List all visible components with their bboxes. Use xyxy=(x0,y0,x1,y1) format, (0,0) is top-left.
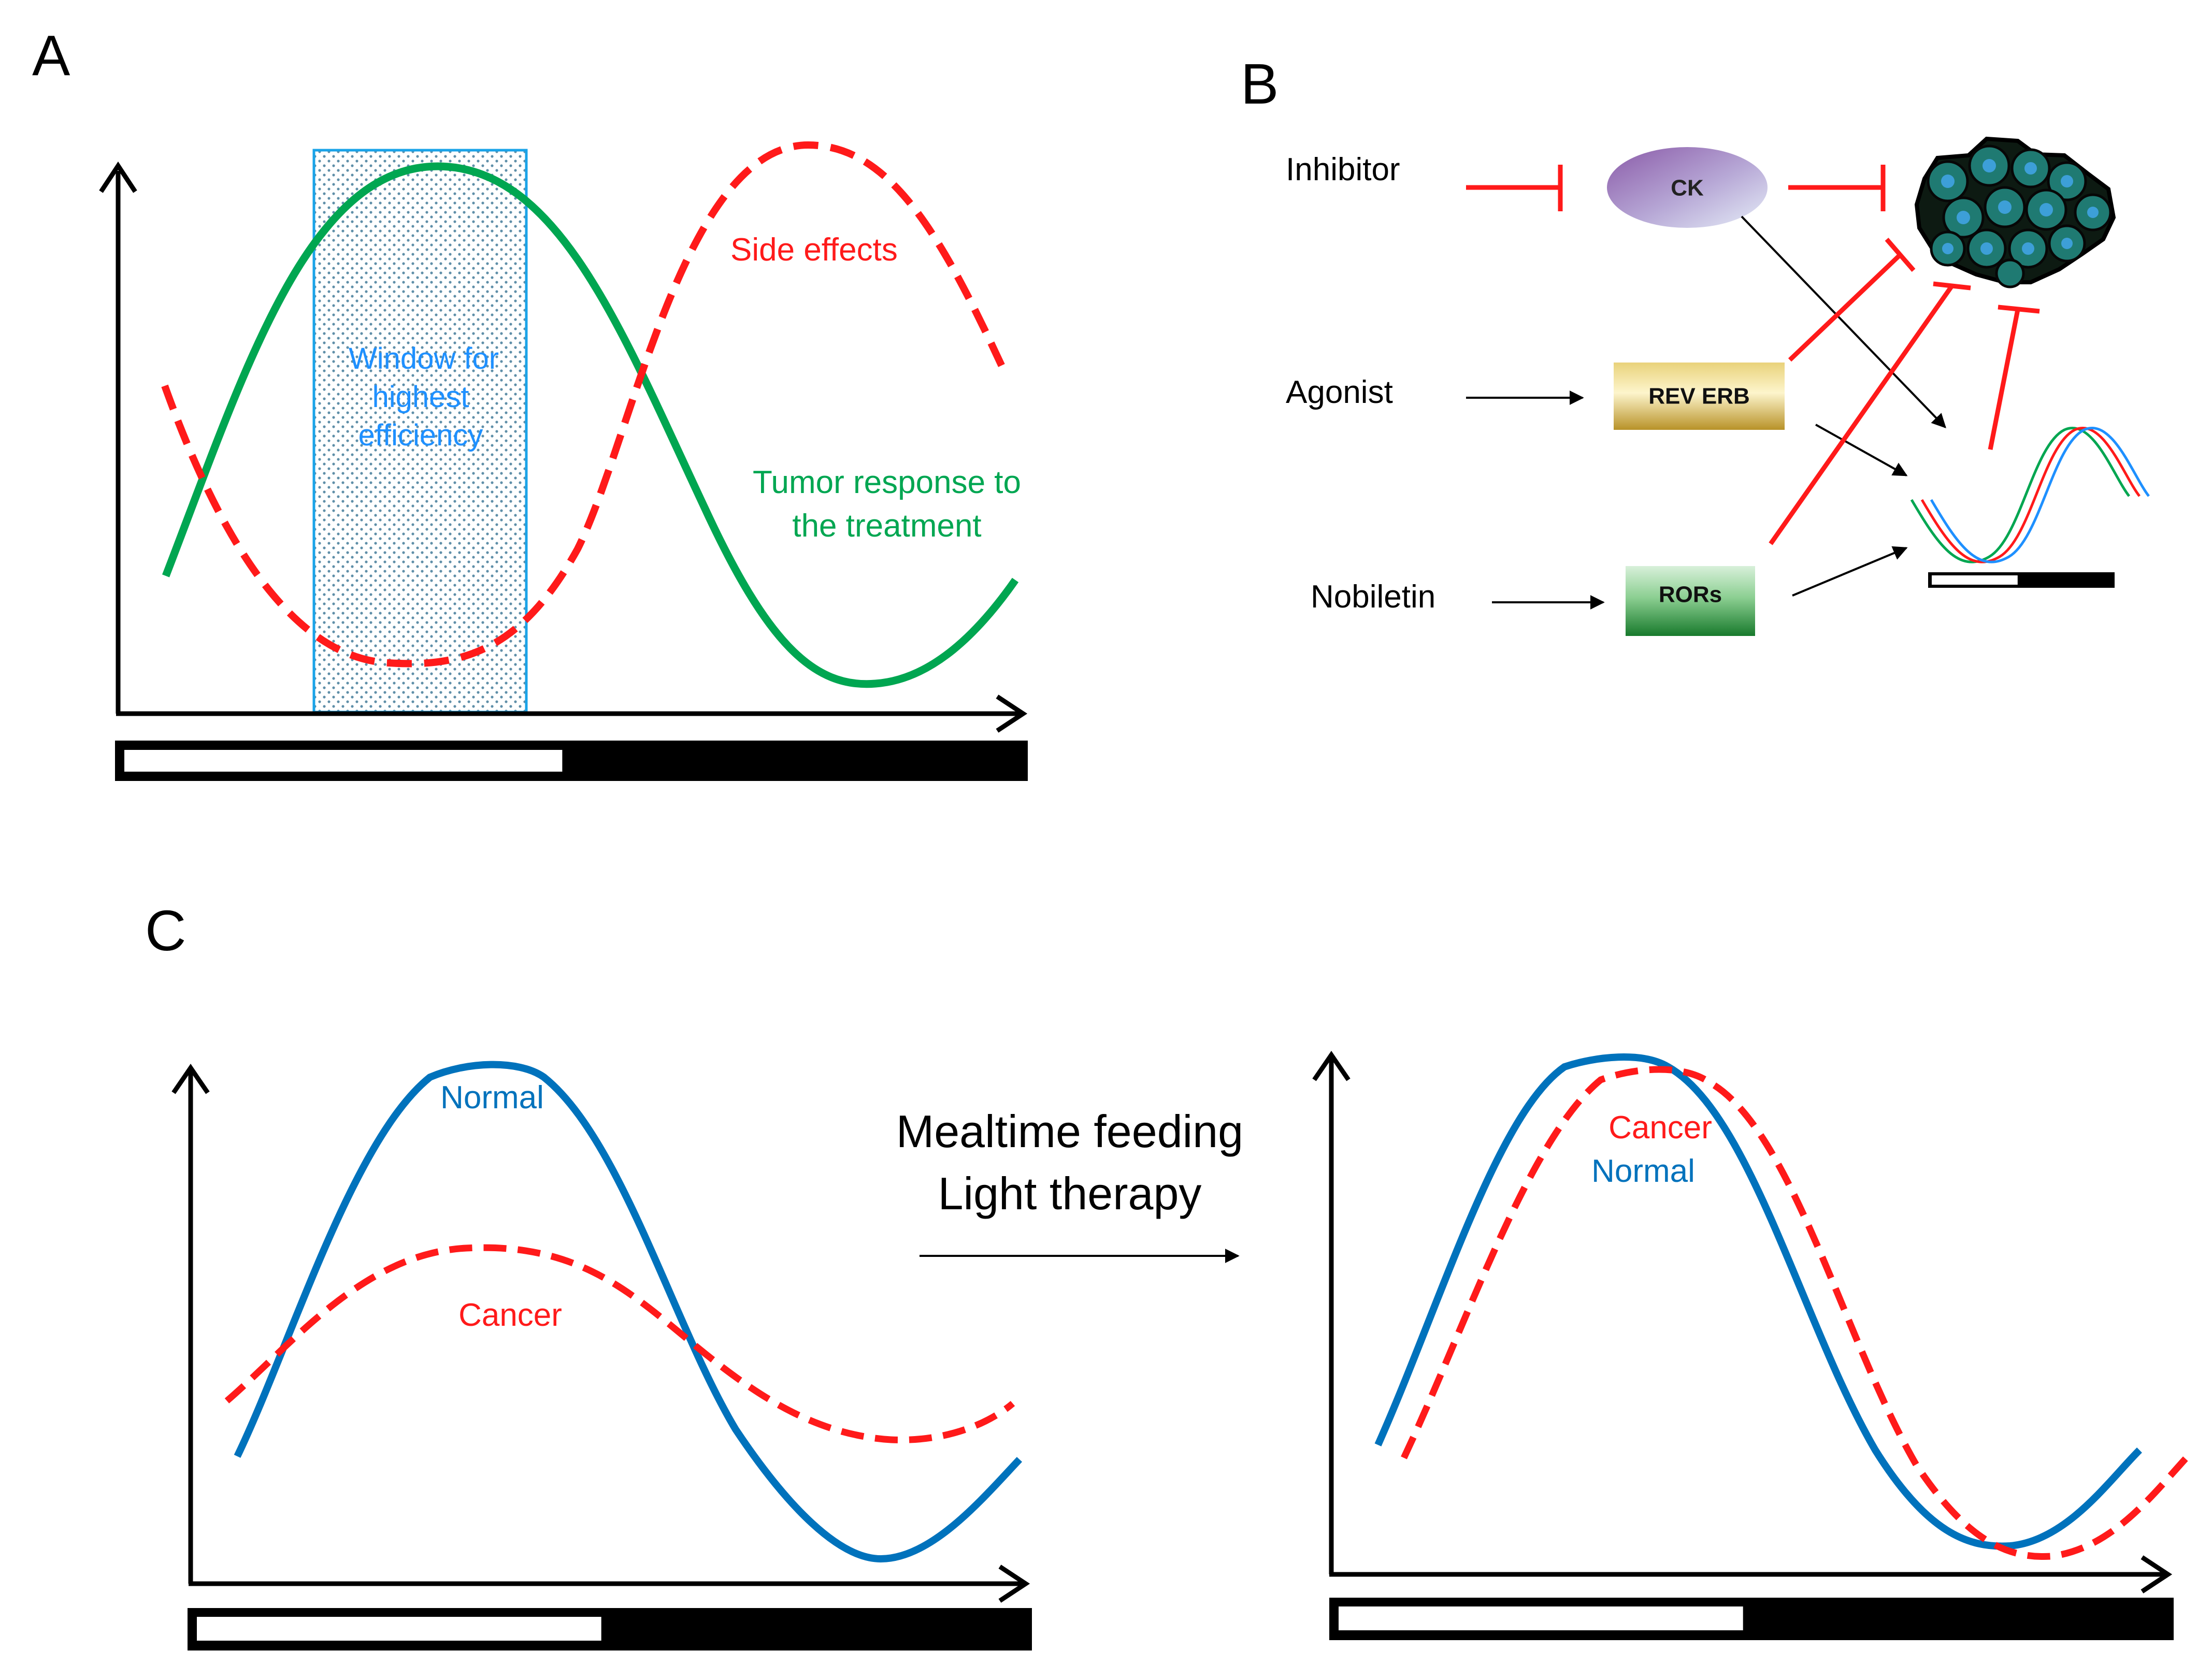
panel-a-label: A xyxy=(32,24,70,88)
efficiency-window xyxy=(312,149,528,714)
left-cancer-label: Cancer xyxy=(458,1297,562,1333)
rors-to-clock-arrow xyxy=(1792,546,1908,597)
rev-erb-to-clock-arrow xyxy=(1815,424,1908,476)
rev-erb-inhibits-cells-bar xyxy=(1885,238,1916,272)
rors-label: RORs xyxy=(1659,582,1722,607)
tumor-response-curve xyxy=(162,162,1019,688)
panel-c-left-y-arrow xyxy=(171,1064,210,1094)
side-effects-label: Side effects xyxy=(730,232,898,268)
agonist-label: Agonist xyxy=(1286,374,1393,410)
rors-inhibits-cells-line xyxy=(1769,284,1954,545)
rev-erb-label: REV ERB xyxy=(1648,384,1750,409)
ck-to-clock-arrow xyxy=(1741,215,1946,429)
panel-c-left-bar-light-phase xyxy=(197,1617,601,1641)
panel-c-left-plot: Normal Cancer xyxy=(171,1061,1032,1650)
window-label-line-3: efficiency xyxy=(358,418,483,452)
panel-b-label: B xyxy=(1241,52,1279,116)
clock-inhibits-cells-line xyxy=(1988,309,2020,450)
window-label-line-1: Window for xyxy=(349,342,499,375)
panel-c-right-plot: Cancer Normal xyxy=(1312,1051,2191,1640)
right-cancer-label: Cancer xyxy=(1608,1110,1712,1146)
panel-a-y-arrow xyxy=(99,161,137,193)
rev-erb-inhibits-cells-line xyxy=(1788,253,1902,362)
ck-node xyxy=(1607,147,1768,228)
panel-c-left-x-arrow xyxy=(998,1565,1030,1603)
left-normal-curve xyxy=(234,1061,1023,1563)
panel-c-right-bar-light-phase xyxy=(1339,1606,1743,1630)
panel-b: B Inhibitor Agonist Nobiletin CK xyxy=(1241,52,2150,636)
ck-label: CK xyxy=(1671,176,1704,201)
transition-label-line-2: Light therapy xyxy=(938,1168,1202,1219)
panel-c-label: C xyxy=(145,899,186,963)
transition-label-line-1: Mealtime feeding xyxy=(896,1106,1243,1157)
nobiletin-label: Nobiletin xyxy=(1311,579,1435,615)
clock-inhibits-cells-bar xyxy=(1998,305,2040,314)
panel-a-x-arrow xyxy=(996,694,1028,733)
right-normal-label: Normal xyxy=(1591,1153,1695,1189)
left-cancer-curve xyxy=(224,1244,1015,1443)
panel-c-right-y-arrow xyxy=(1312,1051,1351,1081)
tumor-cells-icon xyxy=(1914,136,2116,288)
right-cancer-curve xyxy=(1401,1066,2191,1560)
side-effects-curve xyxy=(161,141,1009,668)
panel-a-light-dark-bar xyxy=(115,741,1028,781)
panel-b-bar-light-phase xyxy=(1932,575,2018,585)
left-normal-label: Normal xyxy=(440,1080,544,1116)
clock-oscillation-icon xyxy=(1910,427,2150,588)
tumor-label-line-1: Tumor response to xyxy=(753,465,1021,500)
right-normal-curve xyxy=(1374,1053,2142,1550)
panel-c-right-x-arrow xyxy=(2141,1555,2173,1594)
panel-a-bar-light-phase xyxy=(124,750,563,772)
rors-node xyxy=(1626,566,1755,636)
inhibitor-label: Inhibitor xyxy=(1286,152,1400,187)
panel-a: A Window for highest efficiency Side eff… xyxy=(32,24,1028,781)
window-label-line-2: highest xyxy=(372,380,469,414)
panel-c: C Normal Cancer Mealtime feeding Light t… xyxy=(145,899,2191,1650)
rev-erb-node xyxy=(1614,363,1785,430)
tumor-label-line-2: the treatment xyxy=(792,508,981,544)
rors-inhibits-cells-bar xyxy=(1933,281,1971,291)
